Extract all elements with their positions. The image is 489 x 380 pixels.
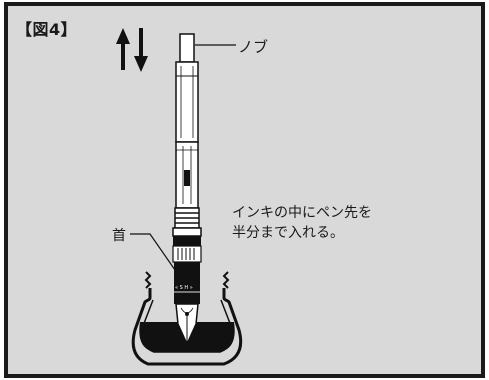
fountain-pen <box>172 33 202 346</box>
pen-knob <box>179 33 195 63</box>
figure-title: 【図4】 <box>16 20 78 39</box>
instruction-line-1: インキの中にペン先を <box>232 205 372 221</box>
pen-section-ring <box>173 236 201 246</box>
figure-frame <box>4 2 485 378</box>
section-label: 首 <box>112 228 126 244</box>
section-imprint: « S H » <box>175 285 193 291</box>
pen-barrel-upper <box>175 61 199 143</box>
pen-section <box>174 262 200 304</box>
section-leader-line <box>130 233 176 271</box>
instruction-line-2: 半分まで入れる。 <box>232 225 344 241</box>
up-arrow-icon <box>116 28 130 70</box>
down-arrow-icon <box>134 28 148 72</box>
bottle-thread-left <box>144 271 152 289</box>
converter-piston <box>184 170 190 186</box>
knob-label: ノブ <box>238 38 269 56</box>
bottle-thread-right <box>222 271 230 289</box>
